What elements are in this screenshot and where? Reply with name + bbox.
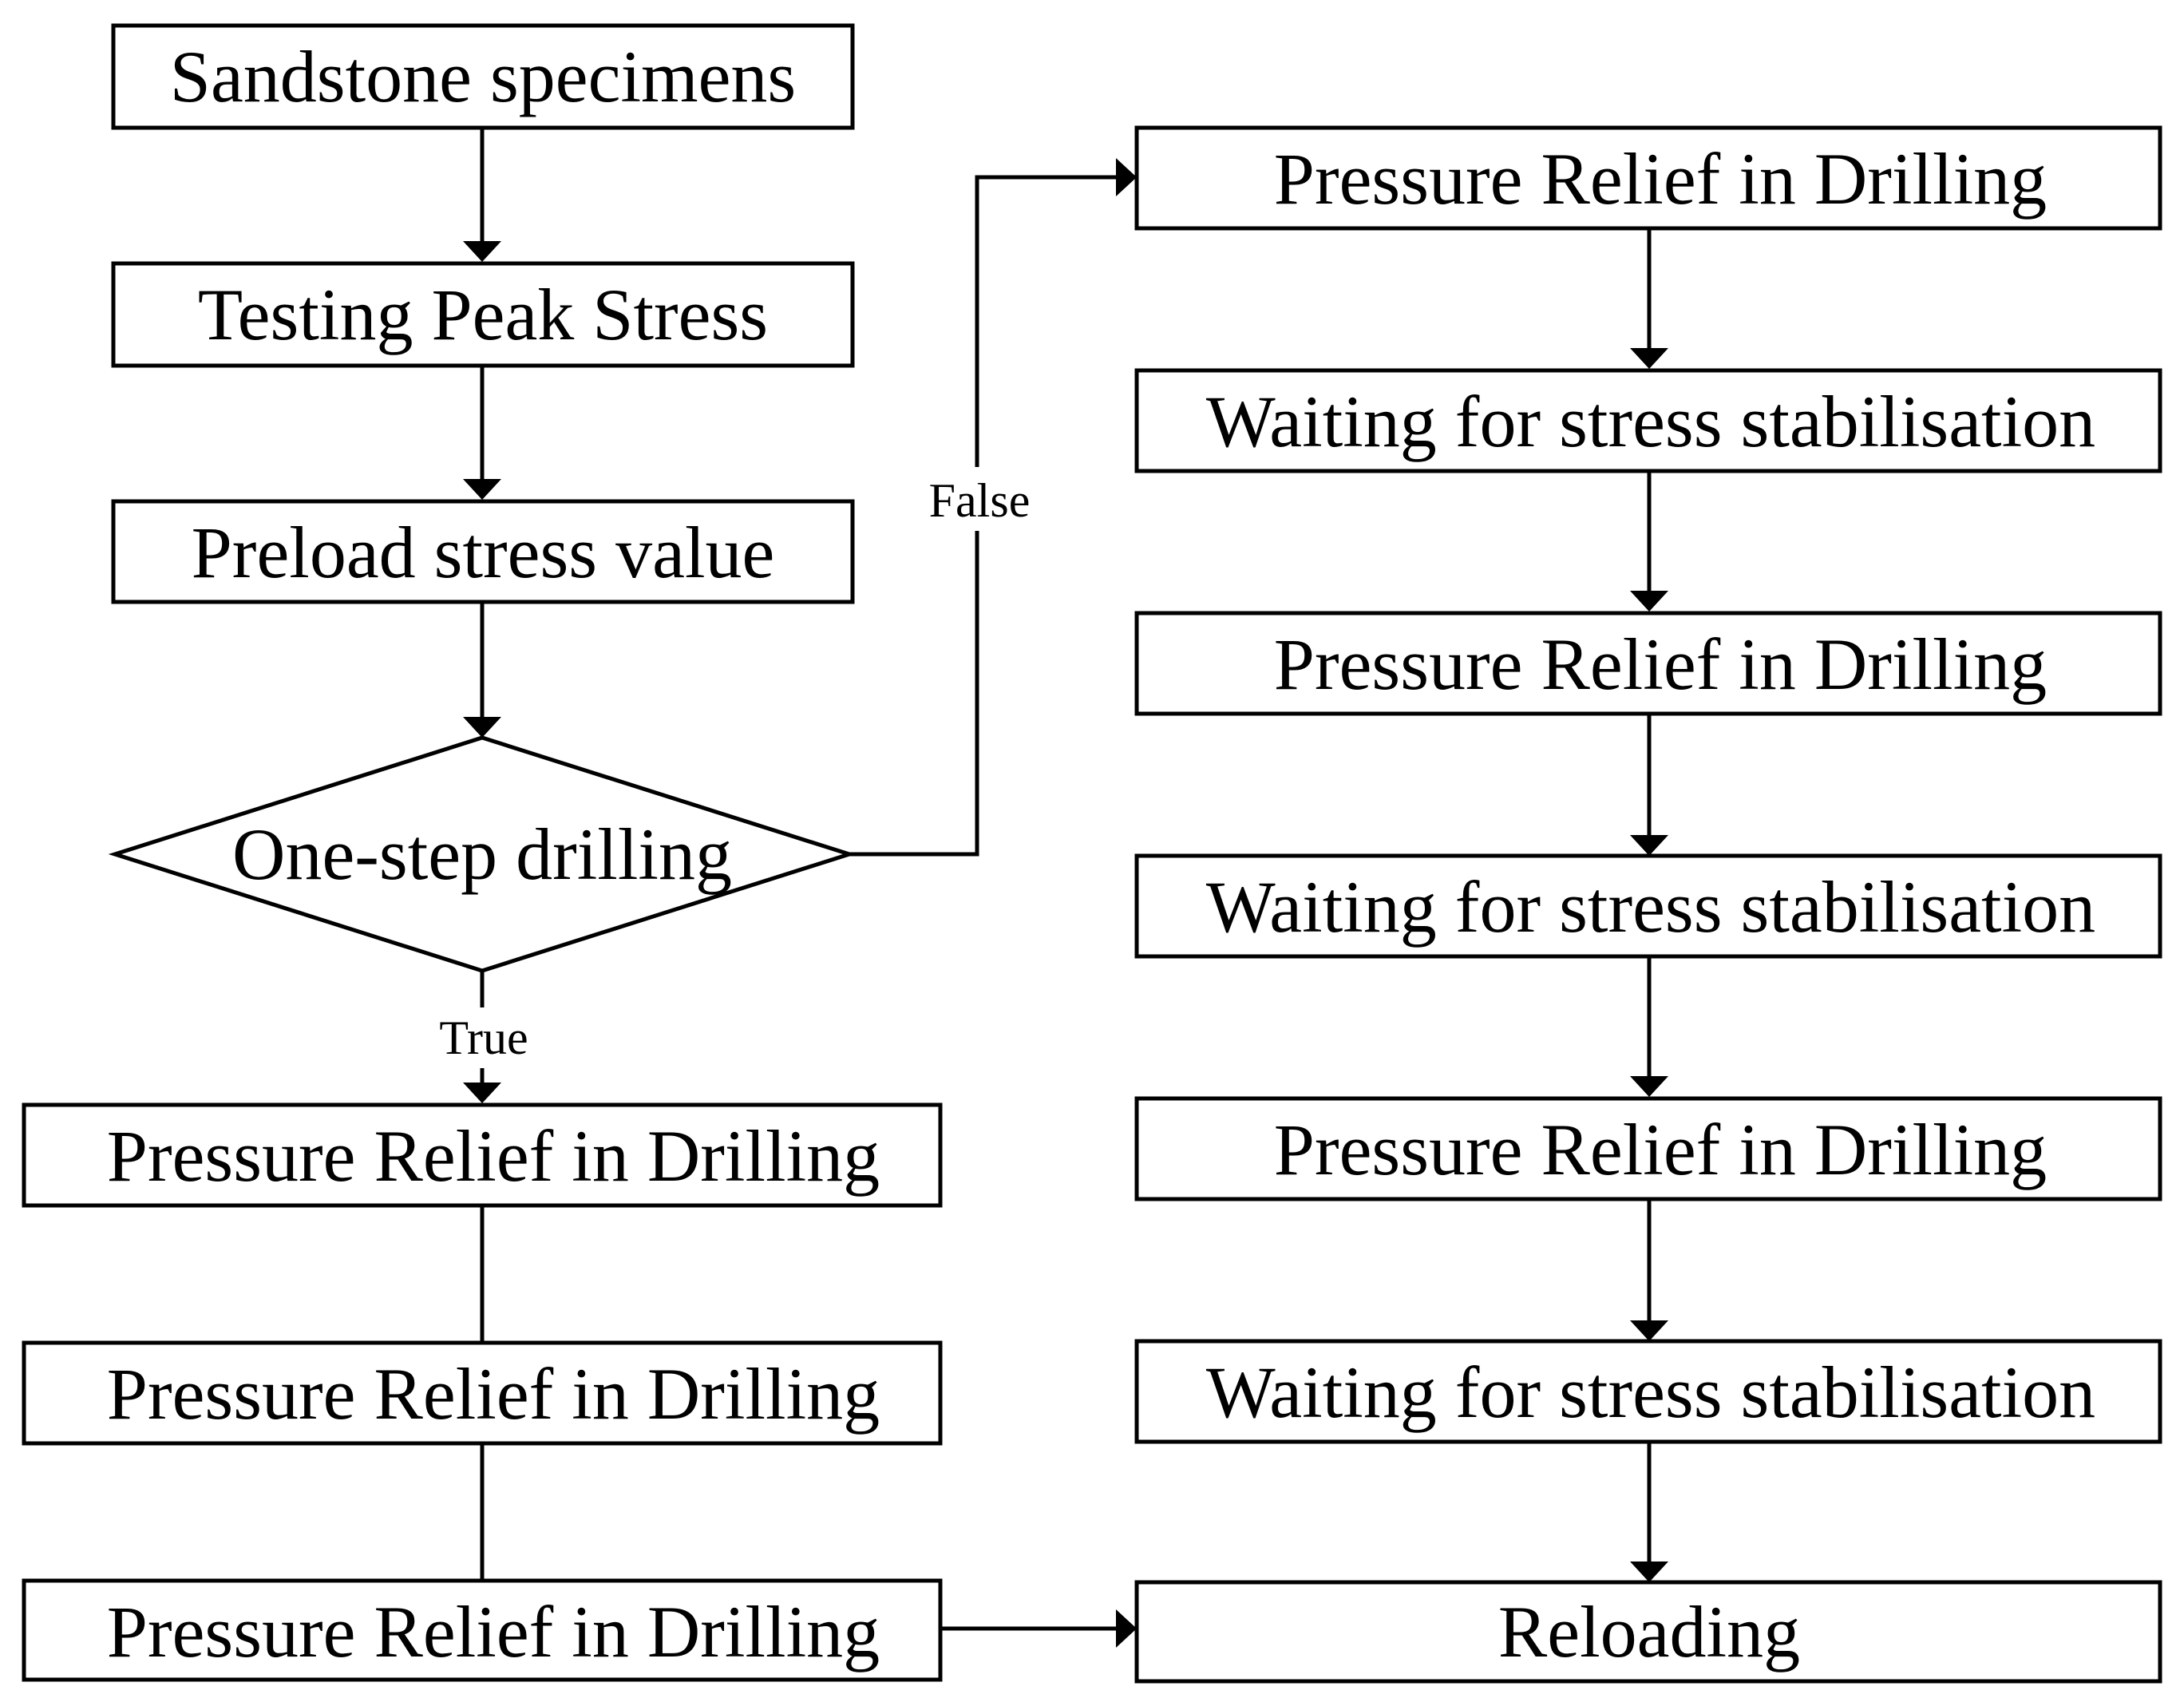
node-label: One-step drilling (232, 813, 732, 895)
edge-label-false: False (929, 474, 1031, 527)
node-left-pressure-relief-2: Pressure Relief in Drilling (22, 1340, 943, 1446)
arrowhead-icon (1630, 348, 1668, 369)
node-label: Sandstone specimens (170, 36, 796, 117)
node-label: Waiting for stress stabilisation (1206, 1352, 2095, 1433)
node-left-pressure-relief-3: Pressure Relief in Drilling (22, 1578, 943, 1682)
node-label: Waiting for stress stabilisation (1206, 381, 2095, 462)
node-label: Pressure Relief in Drilling (107, 1591, 880, 1672)
node-preload-stress-value: Preload stress value (111, 499, 855, 604)
node-label: Testing Peak Stress (198, 274, 768, 355)
node-testing-peak-stress: Testing Peak Stress (111, 261, 855, 368)
node-label: Pressure Relief in Drilling (1274, 138, 2047, 220)
node-right-waiting-2: Waiting for stress stabilisation (1134, 853, 2162, 959)
node-label: Pressure Relief in Drilling (107, 1115, 880, 1197)
arrowhead-icon (463, 479, 501, 500)
node-right-waiting-3: Waiting for stress stabilisation (1134, 1339, 2162, 1444)
arrowhead-icon (1630, 1076, 1668, 1097)
edge-label-true: True (439, 1011, 528, 1064)
edges: False True (423, 128, 1668, 1648)
arrowhead-icon (1630, 1561, 1668, 1582)
arrowhead-icon (1630, 835, 1668, 856)
node-label: Preload stress value (192, 512, 775, 593)
node-label: Pressure Relief in Drilling (1274, 623, 2047, 705)
node-reloading: Reloading (1134, 1580, 2162, 1684)
node-label: Pressure Relief in Drilling (1274, 1109, 2047, 1190)
node-right-pressure-relief-1: Pressure Relief in Drilling (1134, 125, 2162, 231)
arrowhead-icon (463, 1083, 501, 1103)
arrowhead-icon (1630, 591, 1668, 612)
node-right-pressure-relief-2: Pressure Relief in Drilling (1134, 611, 2162, 716)
arrowhead-icon (1630, 1320, 1668, 1341)
node-label: Reloading (1498, 1591, 1800, 1672)
node-left-pressure-relief-1: Pressure Relief in Drilling (22, 1102, 943, 1208)
node-label: Pressure Relief in Drilling (107, 1353, 880, 1435)
node-right-pressure-relief-3: Pressure Relief in Drilling (1134, 1096, 2162, 1201)
arrowhead-icon (463, 717, 501, 738)
node-one-step-drilling-decision: One-step drilling (108, 735, 857, 973)
arrowhead-icon (1116, 158, 1137, 196)
node-label: Waiting for stress stabilisation (1206, 866, 2095, 948)
node-sandstone-specimens: Sandstone specimens (111, 23, 855, 130)
arrowhead-icon (463, 241, 501, 262)
arrowhead-icon (1116, 1609, 1137, 1648)
node-right-waiting-1: Waiting for stress stabilisation (1134, 368, 2162, 473)
